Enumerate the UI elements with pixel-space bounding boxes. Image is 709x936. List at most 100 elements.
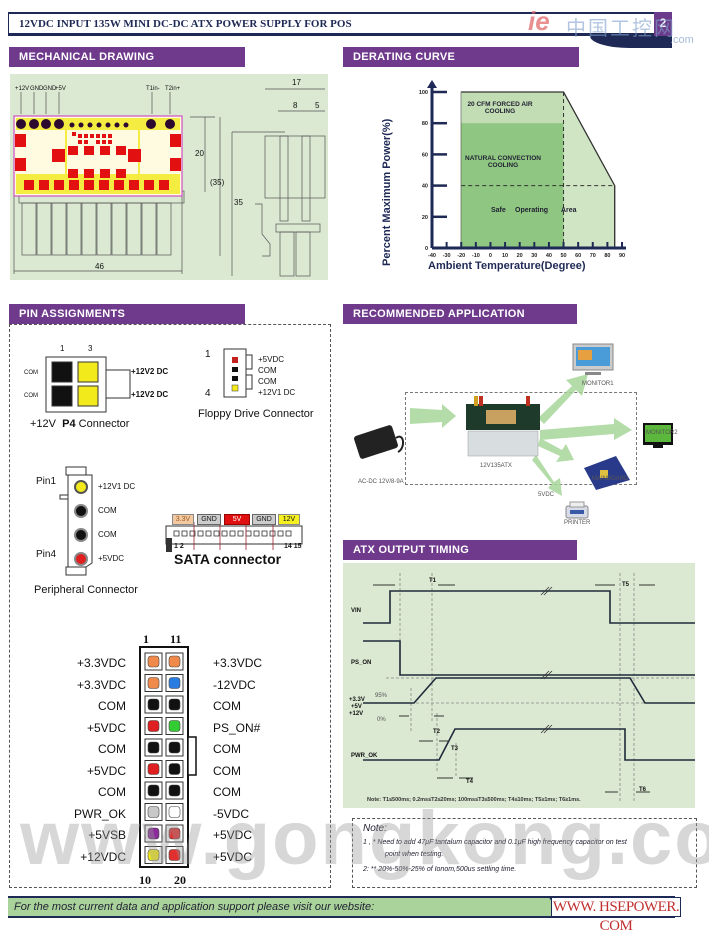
atx-pin-14 xyxy=(168,720,181,732)
monitor1-label: MONITOR1 xyxy=(582,381,614,387)
signal-ps-on: PS_ON xyxy=(351,660,372,666)
atx-left-label: +3.3VDC xyxy=(76,677,126,692)
atx-left-label: COM xyxy=(98,699,126,713)
note-line-1b: point when testing. xyxy=(385,851,444,858)
note-title: Note: xyxy=(363,823,387,834)
timing-diagram: VIN PS_ON +3.3V +5V +12V PWR_OK 95% 0% T… xyxy=(343,563,695,808)
y-tick-label: 0 xyxy=(425,246,428,252)
watermark-text: www.gongkong.com xyxy=(20,796,709,881)
p4-pin-1: 1 xyxy=(60,344,65,353)
note-line-2: 2: ** 20%-50%-25% of Ionom,500us settlin… xyxy=(363,866,517,873)
x-tick-label: 80 xyxy=(604,253,610,259)
atx-pin-1 xyxy=(147,655,160,668)
pin-housings xyxy=(21,202,172,256)
sata-label-gnd-1: GND xyxy=(197,514,221,525)
document-title: 12VDC INPUT 135W MINI DC-DC ATX POWER SU… xyxy=(19,18,352,30)
atx-20pin-connector xyxy=(138,645,198,869)
printer-volt-label: 5VDC xyxy=(538,492,555,498)
p4-title: +12V P4 Connector xyxy=(30,418,130,430)
atx-pin-10 xyxy=(147,849,160,861)
label-t2in: T2in+ xyxy=(165,86,181,92)
label-gnd-2: GND xyxy=(43,86,57,92)
derating-ylabel: Percent Maximum Power(%) xyxy=(381,118,393,266)
signal-vin: VIN xyxy=(351,608,362,614)
sata-pin-start: 1 2 xyxy=(174,543,184,550)
atx-right-label: +5VDC xyxy=(213,849,253,864)
mainboard-label: MAINBOARD xyxy=(592,476,629,482)
floppy-title: Floppy Drive Connector xyxy=(198,408,314,420)
x-tick-label: -30 xyxy=(443,253,451,259)
dim-depth-5: 5 xyxy=(315,101,320,110)
timing-diagram-svg xyxy=(363,573,695,803)
dim-height-35p: (35) xyxy=(210,178,225,187)
watermark-logo: ie xyxy=(528,6,550,36)
atx-left-label: +5VDC xyxy=(86,720,126,735)
note-box: Note: 1 , * Need to add 47μF tantalum ca… xyxy=(352,818,697,888)
y-tick-label: 40 xyxy=(422,184,428,190)
adapter-icon xyxy=(354,425,404,459)
p4-connector xyxy=(44,352,134,414)
footer-text: For the most current data and applicatio… xyxy=(14,901,375,913)
atx-right-label: -12VDC xyxy=(213,677,256,692)
signal-12v: +12V xyxy=(349,711,364,717)
atx-pin-20: 20 xyxy=(174,873,186,887)
y-tick-label: 100 xyxy=(419,90,428,96)
dim-height-20: 20 xyxy=(195,149,204,158)
interval-t1: T1 xyxy=(429,578,437,584)
signal-5v: +5V xyxy=(351,704,362,710)
floppy-label-3: COM xyxy=(258,377,277,386)
floppy-connector xyxy=(222,347,254,399)
peripheral-label-1: +12V1 DC xyxy=(98,482,136,491)
atx-pin-16 xyxy=(168,763,181,775)
atx-pin-20 xyxy=(168,849,181,861)
flow-arrows xyxy=(410,374,632,496)
section-mechanical-drawing: MECHANICAL DRAWING xyxy=(9,47,245,67)
website-link[interactable]: WWW. HSEPOWER. COM xyxy=(551,897,681,934)
annotation-natural-convection: NATURAL CONVECTION COOLING xyxy=(465,155,541,169)
x-tick-label: 90 xyxy=(619,253,625,259)
watermark-com: .com xyxy=(670,34,694,46)
dim-depth-17: 17 xyxy=(292,78,301,87)
atx-left-label: +5VDC xyxy=(86,763,126,778)
atx-pin-19 xyxy=(168,827,181,840)
annotation-forced-air: 20 CFM FORCED AIR COOLING xyxy=(467,101,533,115)
section-derating-curve: DERATING CURVE xyxy=(343,47,579,67)
x-tick-label: 40 xyxy=(546,253,552,259)
sata-label-12v: 12V xyxy=(278,514,300,525)
dim-depth-8: 8 xyxy=(293,101,298,110)
monitor2-label: MONITOR2 xyxy=(646,430,678,436)
dim-width-46: 46 xyxy=(95,262,104,271)
annotation-area: Area xyxy=(561,207,577,214)
module-label: 12V135ATX xyxy=(480,463,512,469)
annotation-operating: Operating xyxy=(515,207,549,214)
power-module-icon xyxy=(466,396,540,457)
sata-title: SATA connector xyxy=(174,551,282,567)
timing-note: Note: T1≤500ms; 0.2ms≤T2≤20ms; 100ms≤T3≤… xyxy=(367,797,581,803)
atx-right-label: +5VDC xyxy=(213,828,253,842)
atx-right-label: +3.3VDC xyxy=(213,656,263,670)
break-marks xyxy=(540,586,553,734)
monitor1-icon xyxy=(572,343,614,375)
atx-right-label: PS_ON# xyxy=(213,720,261,735)
note-line-1: 1 , * Need to add 47μF tantalum capacito… xyxy=(363,839,627,846)
p4-left-label-2: COM xyxy=(24,393,38,399)
mechanical-drawing: +12V GND GND +5V T1in- T2in+ 46 20 (35) … xyxy=(10,74,328,280)
sata-label-5v: 5V xyxy=(224,514,250,525)
atx-left-label: COM xyxy=(98,742,126,756)
interval-t5: T5 xyxy=(622,582,630,588)
atx-pin-18 xyxy=(168,806,181,818)
sata-label-3v3: 3.3V xyxy=(172,514,194,525)
p4-right-label-2: +12V2 DC xyxy=(131,390,169,399)
atx-pin-8 xyxy=(147,806,160,818)
x-tick-label: 10 xyxy=(502,253,508,259)
floppy-label-4: +12V1 DC xyxy=(258,388,296,397)
atx-left-label: PWR_OK xyxy=(73,806,126,821)
x-tick-label: -40 xyxy=(428,253,436,259)
label-t1in: T1in- xyxy=(146,86,160,92)
peripheral-title: Peripheral Connector xyxy=(34,584,138,596)
x-tick-label: 20 xyxy=(517,253,523,259)
section-atx-output-timing: ATX OUTPUT TIMING xyxy=(343,540,577,560)
floppy-label-2: COM xyxy=(258,366,277,375)
